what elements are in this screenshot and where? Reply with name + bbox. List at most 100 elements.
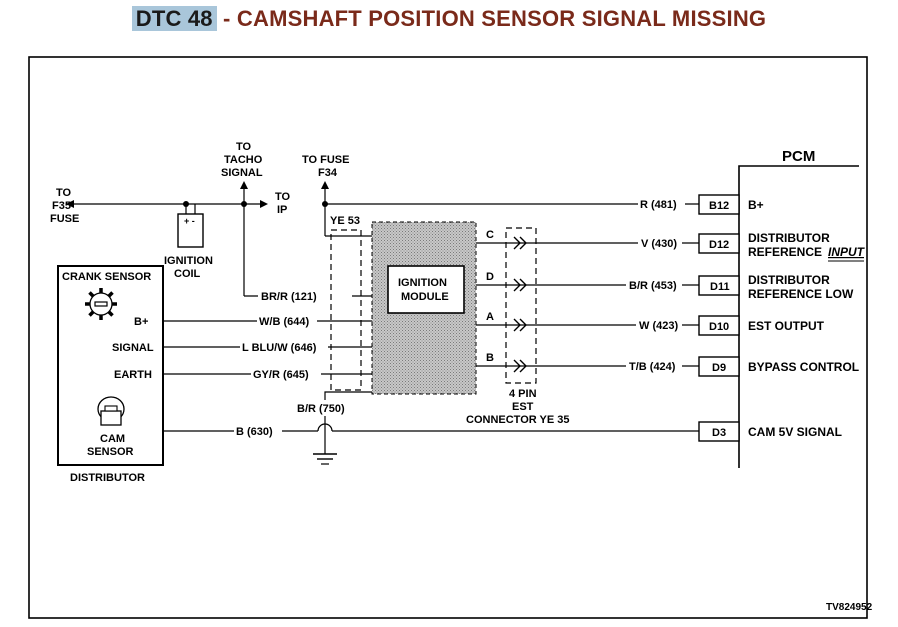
label-bg xyxy=(638,236,682,250)
module-pin-b: B xyxy=(486,352,494,364)
pcm-pin-d9-id: D9 xyxy=(712,362,726,374)
ye53-label: YE 53 xyxy=(330,215,360,227)
est-label-3: CONNECTOR YE 35 xyxy=(466,414,570,426)
coil-terminals: + - xyxy=(184,216,195,226)
connector-chevron-icon xyxy=(513,278,521,292)
pcm-pin-d10-id: D10 xyxy=(709,321,729,333)
ignition-coil-icon xyxy=(177,213,204,248)
to-ip-label-1: TO xyxy=(275,191,291,203)
ye53-connector xyxy=(330,229,362,391)
ignition-module-label-box xyxy=(387,265,465,314)
wire-label-v430: V (430) xyxy=(641,238,677,250)
pcm-pin-d11-desc2: REFERENCE LOW xyxy=(748,287,854,301)
pcm-pin-d12-desc1: DISTRIBUTOR xyxy=(748,231,830,245)
wire-label-tb424: T/B (424) xyxy=(629,361,676,373)
wire-label-w423: W (423) xyxy=(639,320,678,332)
pcm-pin-d10: D10 EST OUTPUT xyxy=(698,315,825,336)
pcm-title: PCM xyxy=(782,148,815,165)
arrow-up-icon xyxy=(321,181,329,189)
wire-label-br453: B/R (453) xyxy=(629,280,677,292)
dist-earth-label: EARTH xyxy=(114,369,152,381)
label-bg xyxy=(636,318,682,332)
label-bg xyxy=(626,359,682,373)
pcm-pin-b12: B12 B+ xyxy=(698,194,764,215)
title-text: CAMSHAFT POSITION SENSOR SIGNAL MISSING xyxy=(236,6,767,31)
wire-label-b630: B (630) xyxy=(236,426,273,438)
page-title: DTC 48 - CAMSHAFT POSITION SENSOR SIGNAL… xyxy=(0,6,898,32)
connector-chevron-icon xyxy=(519,359,527,373)
label-bg xyxy=(638,197,685,211)
pcm-pin-d9: D9 BYPASS CONTROL xyxy=(698,356,859,377)
junction-dot xyxy=(183,201,189,207)
wire-br750 xyxy=(324,391,372,400)
distributor-label: DISTRIBUTOR xyxy=(70,472,145,484)
wire-label-gyr645: GY/R (645) xyxy=(253,369,309,381)
to-f35-label-3: FUSE xyxy=(50,213,79,225)
arrow-right-icon xyxy=(260,200,268,208)
connector-chevron-icon xyxy=(519,318,527,332)
label-bg xyxy=(234,424,282,438)
to-fuse-f34-label-1: TO FUSE xyxy=(302,154,349,166)
est-label-1: 4 PIN xyxy=(509,388,537,400)
label-bg xyxy=(258,289,352,303)
title-separator: - xyxy=(216,6,237,31)
cam-sensor-label-1: CAM xyxy=(100,433,125,445)
pcm-pin-d12-emph: INPUT xyxy=(828,245,866,259)
connector-chevron-icon xyxy=(513,318,521,332)
connector-chevron-icon xyxy=(513,236,521,250)
connector-chevron-icon xyxy=(519,278,527,292)
wire-label-wb644: W/B (644) xyxy=(259,316,309,328)
pcm-pin-d3-id: D3 xyxy=(712,427,726,439)
ignition-module-label-1: IGNITION xyxy=(398,277,447,289)
arrow-left-icon xyxy=(66,200,74,208)
connector-chevron-icon xyxy=(513,359,521,373)
pcm-pin-b12-id: B12 xyxy=(709,200,729,212)
pcm-pin-d10-desc: EST OUTPUT xyxy=(748,319,825,333)
ignition-coil-label-1: IGNITION xyxy=(164,255,213,267)
to-tacho-label-2: TACHO xyxy=(224,154,263,166)
junction-dot xyxy=(241,201,247,207)
dist-b-plus-label: B+ xyxy=(134,316,148,328)
label-bg xyxy=(251,367,321,381)
crank-sensor-label: CRANK SENSOR xyxy=(62,271,151,283)
module-pin-c: C xyxy=(486,229,494,241)
ignition-coil-label-2: COIL xyxy=(174,268,201,280)
pcm-pin-d12-id: D12 xyxy=(709,239,729,251)
pcm-pin-d11-desc1: DISTRIBUTOR xyxy=(748,273,830,287)
to-tacho-label-1: TO xyxy=(236,141,252,153)
pcm-pin-d3: D3 CAM 5V SIGNAL xyxy=(698,421,842,442)
pcm-pin-d9-desc: BYPASS CONTROL xyxy=(748,360,859,374)
pcm-pin-d11-id: D11 xyxy=(710,281,730,293)
pcm-pin-d11: D11 DISTRIBUTOR REFERENCE LOW xyxy=(698,273,854,301)
ignition-module-label-2: MODULE xyxy=(401,291,449,303)
cam-sensor-label-2: SENSOR xyxy=(87,446,134,458)
diagram-frame xyxy=(28,56,868,619)
to-f35-label-2: F35 xyxy=(52,200,71,212)
wire-label-brr121: BR/R (121) xyxy=(261,291,317,303)
label-bg xyxy=(240,340,328,354)
connector-chevron-icon xyxy=(519,236,527,250)
figure-id: TV824952 xyxy=(826,602,873,613)
wire-label-r481: R (481) xyxy=(640,199,677,211)
to-ip-label-2: IP xyxy=(277,204,287,216)
dist-signal-label: SIGNAL xyxy=(112,342,154,354)
arrow-up-icon xyxy=(240,181,248,189)
module-pin-a: A xyxy=(486,311,494,323)
label-bg xyxy=(257,314,317,328)
dtc-code: DTC 48 xyxy=(131,6,217,31)
est-connector xyxy=(505,227,537,384)
wire-label-lbluw646: L BLU/W (646) xyxy=(242,342,317,354)
est-label-2: EST xyxy=(512,401,534,413)
pcm-pin-d3-desc: CAM 5V SIGNAL xyxy=(748,425,842,439)
pcm-pin-d12: D12 DISTRIBUTOR REFERENCE INPUT xyxy=(698,231,866,262)
label-bg xyxy=(626,278,682,292)
pcm-pin-b12-desc: B+ xyxy=(748,198,764,212)
to-tacho-label-3: SIGNAL xyxy=(221,167,263,179)
cam-sensor-icon xyxy=(97,396,125,426)
to-f35-label-1: TO xyxy=(56,187,72,199)
gear-icon xyxy=(85,288,117,320)
module-pin-d: D xyxy=(486,271,494,283)
pcm-pin-d12-desc2: REFERENCE xyxy=(748,245,822,259)
wire-label-br750: B/R (750) xyxy=(297,403,345,415)
